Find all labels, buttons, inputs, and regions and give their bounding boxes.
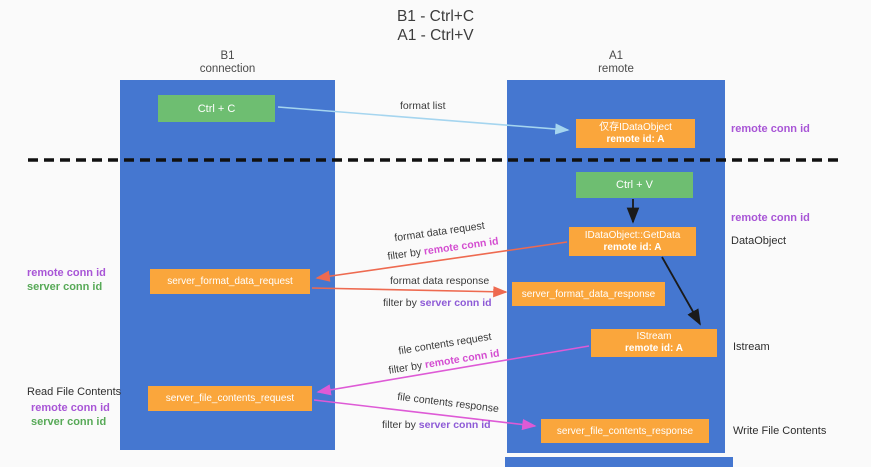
server-format-data-request-label: server_format_data_request <box>167 276 293 287</box>
ctrl-c-box: Ctrl + C <box>158 95 275 122</box>
idataobject-box: 仅存IDataObject remote id: A <box>576 119 695 148</box>
idataobject-line2: remote id: A <box>606 133 665 145</box>
idataobject-getdata-box: IDataObject::GetData remote id: A <box>569 227 696 256</box>
server-format-data-response-label: server_format_data_response <box>521 288 656 300</box>
read-file-contents-label: Read File Contents <box>27 386 122 398</box>
filter-by-text-2: filter by <box>383 297 417 309</box>
arrow-file-contents-request <box>316 345 590 396</box>
getdata-line2: remote id: A <box>603 241 662 253</box>
dataobject-label: DataObject <box>731 235 787 247</box>
ctrl-c-label: Ctrl + C <box>197 102 236 115</box>
remote-conn-id-right-2: remote conn id <box>731 212 810 224</box>
server-conn-id-inline-1: server conn id <box>419 297 492 309</box>
istream-box: IStream remote id: A <box>591 329 717 357</box>
format-data-response-label: format data response <box>390 275 490 287</box>
server-format-data-response-box: server_format_data_response <box>512 282 665 306</box>
getdata-line1: IDataObject::GetData <box>584 229 681 241</box>
server-conn-id-left-2: server conn id <box>31 416 107 428</box>
server-file-contents-request-box: server_file_contents_request <box>148 386 312 411</box>
lane-left-name: B1 <box>220 50 235 62</box>
ctrl-v-box: Ctrl + V <box>576 172 693 198</box>
istream-line2: remote id: A <box>625 343 683 354</box>
idataobject-line1: 仅存IDataObject <box>599 121 672 133</box>
write-file-contents-label: Write File Contents <box>733 425 827 437</box>
istream-line1: IStream <box>636 331 672 342</box>
format-list-label: format list <box>400 100 446 112</box>
server-conn-id-inline-2: server conn id <box>418 419 491 431</box>
lane-header-left: B1 connection <box>120 50 335 76</box>
lane-right-name: A1 <box>608 50 624 62</box>
arrow-format-data-request <box>315 241 568 282</box>
remote-conn-id-left-1: remote conn id <box>27 267 106 279</box>
server-file-contents-request-label: server_file_contents_request <box>165 393 295 404</box>
arrow-format-list <box>277 106 570 135</box>
filter-by-server-1: filter by server conn id <box>383 297 492 309</box>
lane-header-right: A1 remote <box>507 50 725 76</box>
lane-left-subtitle: connection <box>199 63 256 75</box>
diagram-title: B1 - Ctrl+C A1 - Ctrl+V <box>0 7 871 45</box>
server-format-data-request-box: server_format_data_request <box>150 269 310 294</box>
arrow-file-contents-response <box>313 399 537 431</box>
server-file-contents-response-box: server_file_contents_response <box>541 419 709 443</box>
filter-by-server-2: filter by server conn id <box>382 419 491 431</box>
server-conn-id-left-1: server conn id <box>27 281 103 293</box>
arrow-format-data-response <box>311 286 508 298</box>
title-line-2: A1 - Ctrl+V <box>397 27 474 44</box>
ctrl-v-label: Ctrl + V <box>616 179 653 191</box>
istream-side-label: Istream <box>733 341 770 353</box>
title-line-1: B1 - Ctrl+C <box>396 8 475 25</box>
arrow-getdata-to-istream <box>661 256 701 326</box>
remote-conn-id-left-2: remote conn id <box>31 402 110 414</box>
server-file-contents-response-label: server_file_contents_response <box>556 425 694 437</box>
remote-conn-id-right-1: remote conn id <box>731 123 810 135</box>
bottom-bar <box>505 457 733 467</box>
lane-right-subtitle: remote <box>598 63 634 75</box>
filter-by-text-4: filter by <box>382 419 416 431</box>
